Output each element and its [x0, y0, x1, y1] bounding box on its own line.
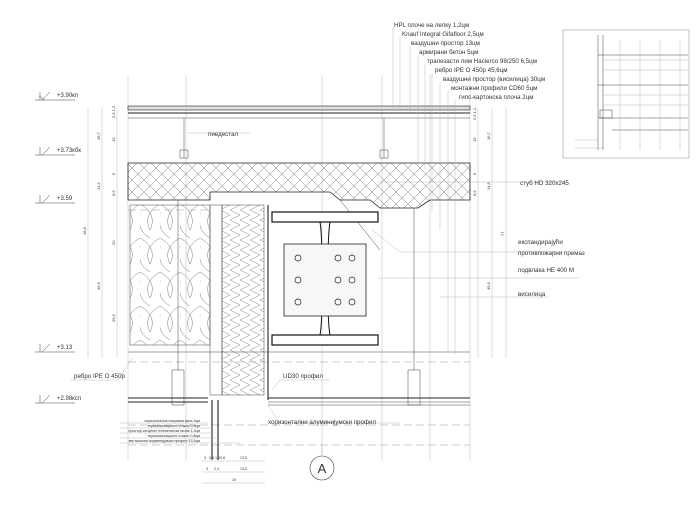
- glazing-label: вертикални алуминијумски профил 13,5цм: [129, 439, 201, 443]
- dim-label: 3: [206, 467, 208, 471]
- inner-labels: пиедестал ребро IPE O 450p UD30 профил х…: [70, 131, 400, 426]
- dim-label: 16,7: [486, 131, 491, 140]
- level-label: +3.73кбк: [57, 148, 81, 154]
- beam-label: подвлака HE 400 M: [518, 267, 574, 274]
- bottom-dimensions: 3 0,8 1,2 0,8 13,5 3 2,4 13,5 19: [202, 456, 265, 484]
- right-dimensions: 2,5 1,2 13 5 6,5 16,7 14,5 45,6 77: [472, 107, 507, 358]
- section-marker: A: [309, 445, 335, 481]
- glazing-label: термоизолационо стакло 0,8цм: [148, 434, 201, 438]
- layer-label: ребро IPE O 450p 45,6цм: [435, 67, 508, 74]
- dim-label: 13,5: [240, 467, 247, 471]
- dim-label: 1,2: [215, 456, 220, 460]
- layer-label: Knauf Integral Gifafloor 2,5цм: [402, 31, 484, 38]
- dim-label: 6,5: [111, 190, 116, 196]
- dim-label: 5: [111, 172, 116, 175]
- dim-label: 45,6: [96, 281, 101, 290]
- glazing-labels: хоризонтална покривна капа 3цм термоизол…: [120, 419, 240, 444]
- dim-label: 45,6: [486, 281, 491, 290]
- key-plan-inset: [562, 29, 690, 159]
- level-label: +3.13: [57, 345, 73, 351]
- dim-label: 0,8: [220, 456, 225, 460]
- level-markers: +3.90кп +3.73кбк +3.59 +3.13 +2.98кcп: [35, 91, 81, 404]
- dim-label: 0,8: [209, 456, 214, 460]
- glazing-label: термоизолационо стакло 0,8цм: [148, 424, 201, 428]
- layer-label: армирани бетон 5цм: [419, 49, 478, 56]
- layer-label: трапезасти лим Hacierco 98/250 6,5цм: [427, 58, 537, 65]
- pedestals: [179, 118, 389, 159]
- glazing-label: хоризонтална покривна капа 3цм: [144, 419, 200, 423]
- horizontal-profile-label: хоризонтални алуминијумски профил: [268, 419, 376, 426]
- layer-label: HPL плоче на лепку 1,2цм: [394, 22, 469, 29]
- dim-label: 13,5: [240, 456, 247, 460]
- right-labels: стуб HD 320x245 експандирајући противпож…: [371, 180, 585, 298]
- level-label: +3.90кп: [57, 93, 78, 99]
- pedestal-label: пиедестал: [208, 131, 238, 138]
- level-label: +3.59: [57, 196, 73, 202]
- layer-label: ваздушни простор (висилица) 30цм: [443, 76, 545, 83]
- ceiling: [128, 351, 470, 446]
- dim-label: 20: [111, 240, 116, 245]
- intumescent-label: противпожарни премаз: [518, 250, 585, 257]
- dim-label: 77: [500, 231, 505, 236]
- dim-label: 14,5: [486, 181, 491, 190]
- steel-beam: [271, 211, 379, 346]
- dim-label: 5: [472, 172, 477, 175]
- level-label: +2.98кcп: [57, 396, 81, 402]
- layer-label: ваздушни простор 13цм: [411, 40, 480, 47]
- dim-label: 3: [204, 456, 206, 460]
- dim-label: 16,7: [96, 131, 101, 140]
- column-label: стуб HD 320x245: [520, 180, 569, 187]
- dim-label: 18,8: [82, 226, 87, 235]
- dim-label: 13: [472, 137, 477, 142]
- glazing-label: простор испуњен племенитим гасом 1,2цм: [129, 429, 201, 433]
- hanger-label: висилица: [518, 291, 546, 298]
- layer-labels: HPL плоче на лепку 1,2цм Knauf Integral …: [392, 22, 545, 355]
- dim-label: 14,5: [96, 181, 101, 190]
- section-marker-label: A: [318, 461, 327, 476]
- wall-insulation: [209, 204, 269, 400]
- dim-label: 13: [111, 137, 116, 142]
- layer-label: монтажни профили CD60 5цм: [451, 85, 537, 92]
- glazing-mullions: [128, 200, 421, 460]
- dim-label: 2,4: [214, 467, 219, 471]
- floor-layers: [127, 105, 471, 119]
- left-dimensions: 18,8 16,7 14,5 45,6 2,5 1,2 13 5 6,5 20 …: [82, 105, 118, 358]
- dim-label: 25,6: [111, 313, 116, 322]
- intumescent-label: експандирајући: [518, 239, 563, 246]
- dim-label: 19: [232, 478, 236, 482]
- rib-label: ребро IPE O 450p: [74, 373, 126, 380]
- dim-label: 2,5 1,2: [111, 105, 116, 118]
- dim-label: 2,5 1,2: [472, 107, 477, 120]
- ud-profile-label: UD30 профил: [283, 373, 323, 380]
- thermal-insulation: [129, 204, 211, 346]
- dim-label: 6,5: [472, 190, 477, 196]
- layer-label: гипс-картонска плоча 2цм: [459, 94, 534, 101]
- concrete-slab: [127, 162, 471, 251]
